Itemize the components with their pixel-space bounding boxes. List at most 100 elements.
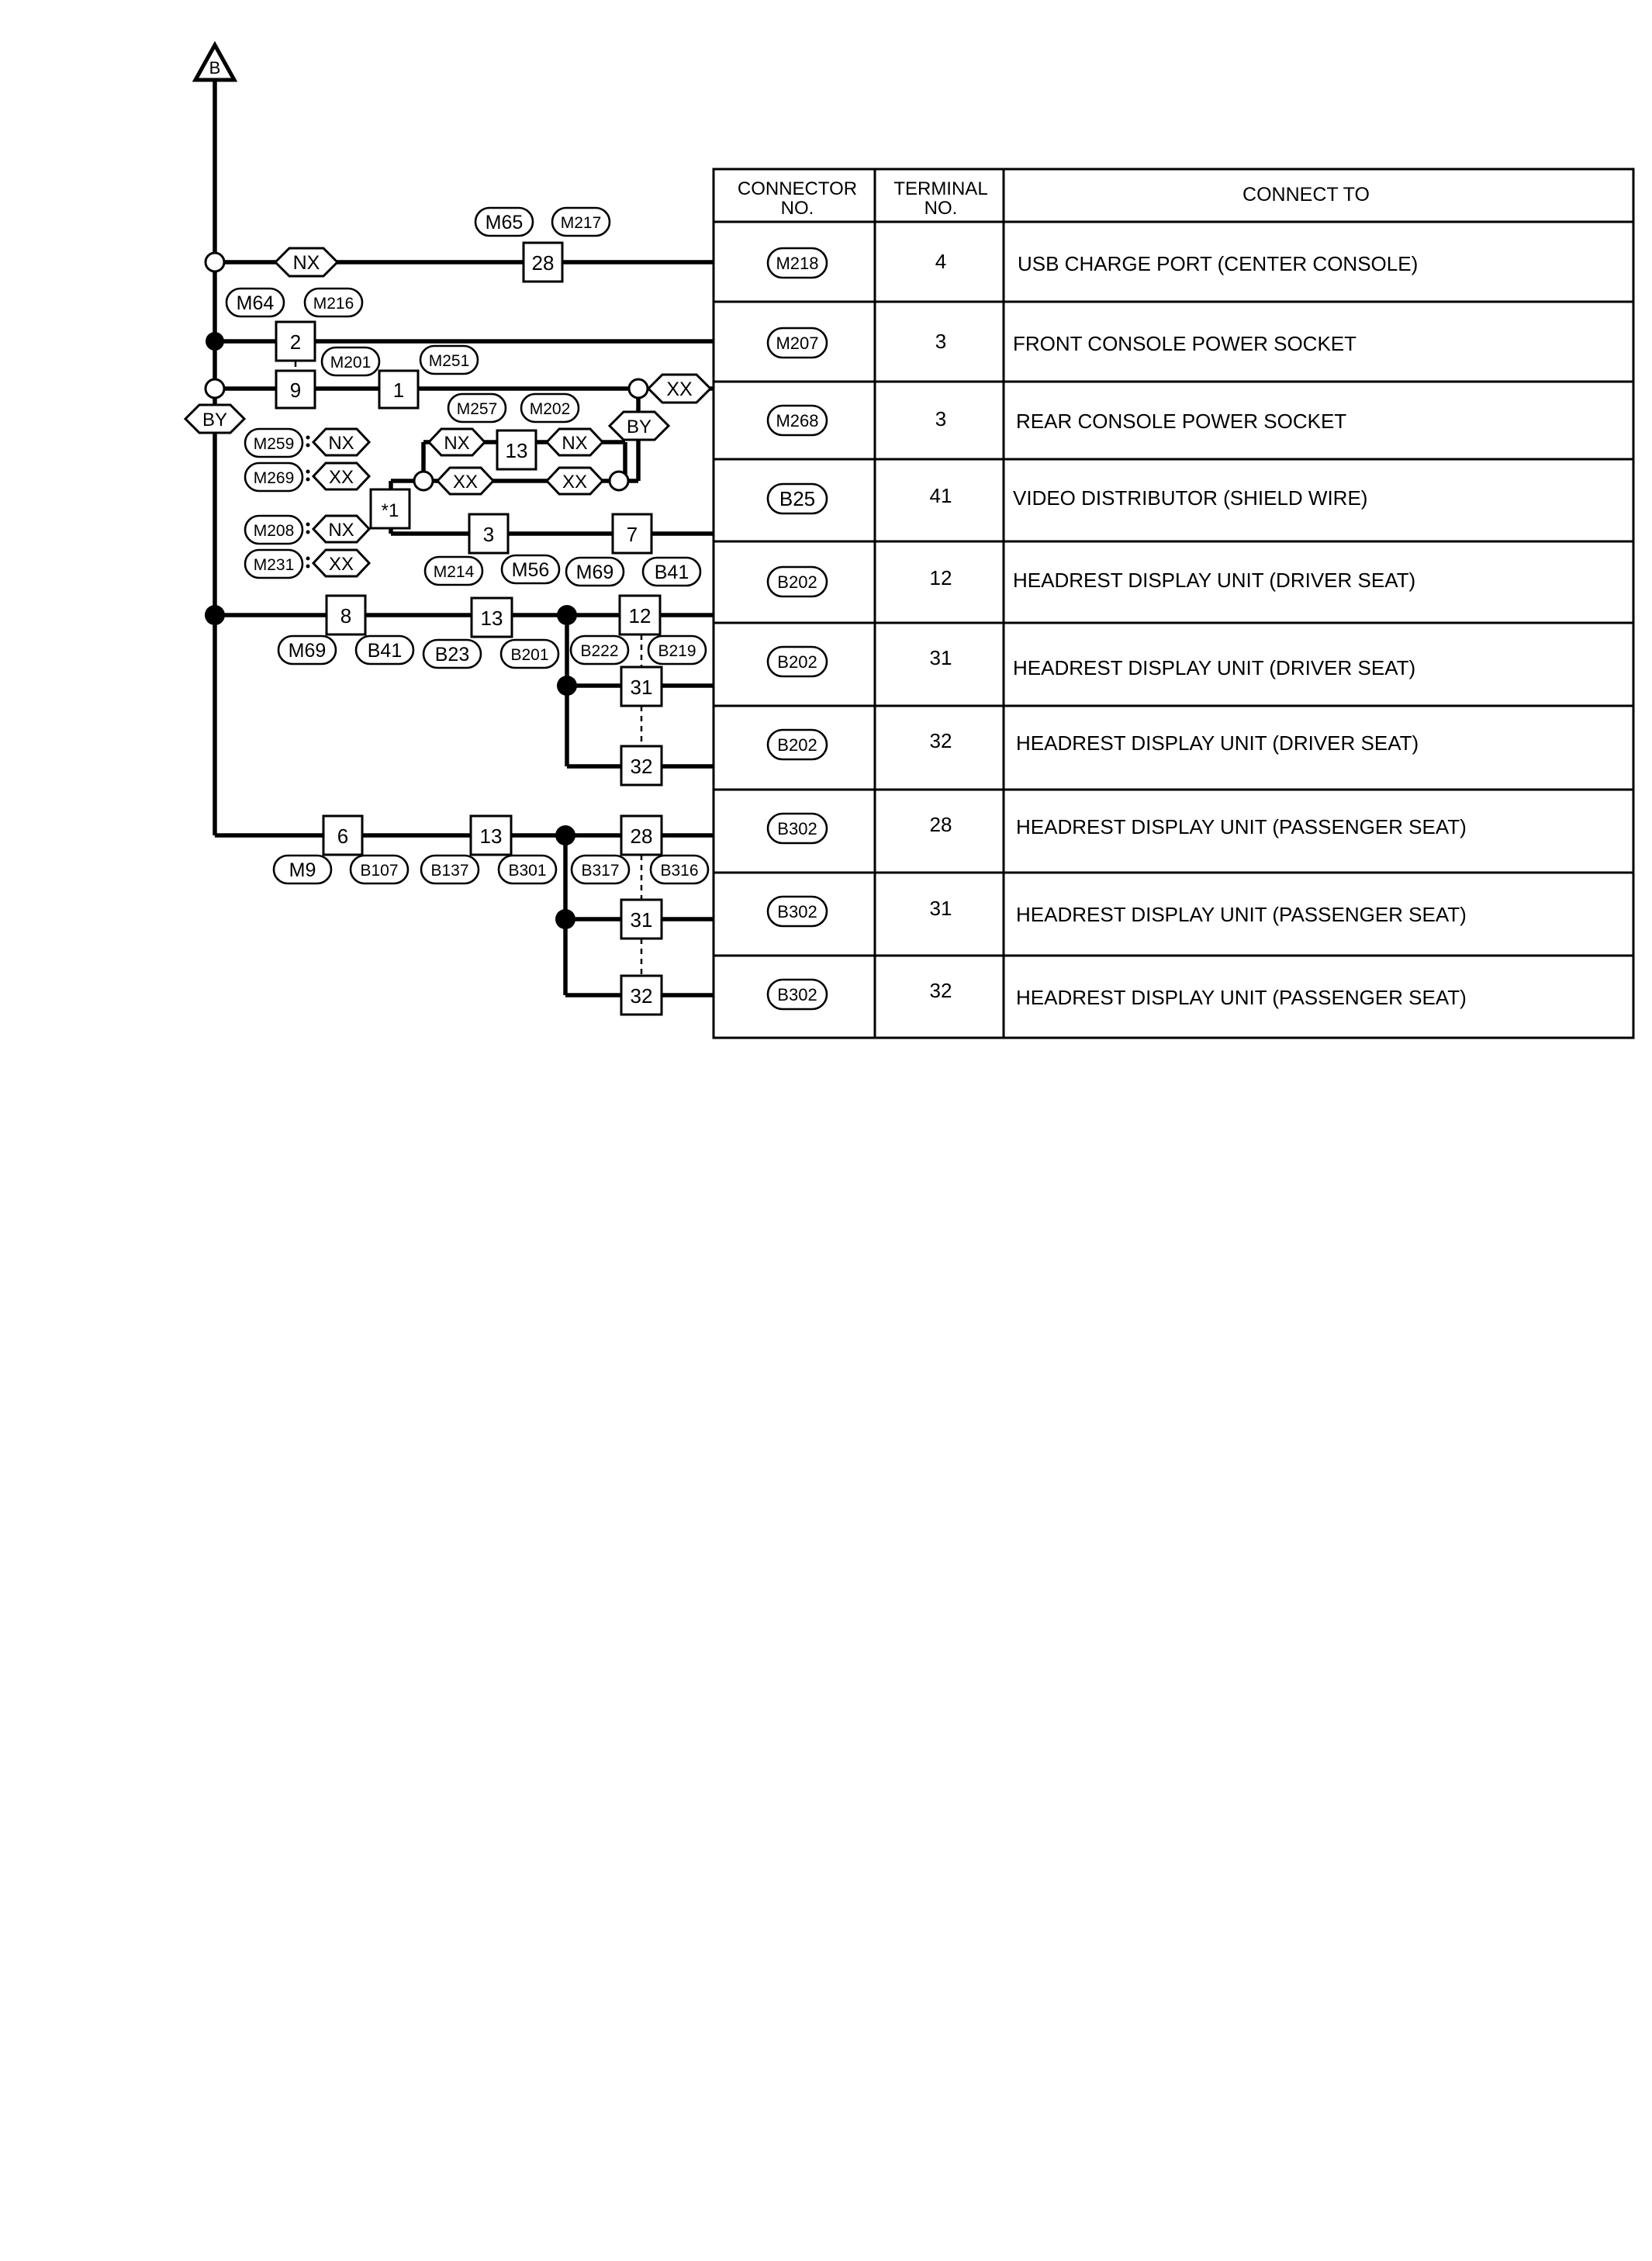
table-row: M218 4 USB CHARGE PORT (CENTER CONSOLE)	[766, 247, 1418, 279]
connector-label: M269	[244, 462, 304, 493]
svg-text:B317: B317	[581, 862, 619, 880]
table-row: B202 31 HEADREST DISPLAY UNIT (DRIVER SE…	[766, 645, 1415, 679]
svg-text:M201: M201	[330, 354, 372, 372]
connector-label: B137	[420, 854, 480, 885]
open-splice	[627, 378, 649, 399]
svg-text:M69: M69	[576, 562, 614, 583]
terminal-box: 1	[378, 369, 420, 410]
svg-text:XX: XX	[329, 554, 354, 575]
svg-text:32: 32	[631, 755, 653, 778]
connector-label: M9	[272, 854, 333, 885]
connector-label: B316	[649, 854, 710, 885]
table-row: B202 32 HEADREST DISPLAY UNIT (DRIVER SE…	[766, 728, 1419, 761]
svg-text:M218: M218	[776, 254, 818, 273]
svg-text:28: 28	[930, 813, 952, 836]
svg-text:HEADREST DISPLAY UNIT (DRIVER: HEADREST DISPLAY UNIT (DRIVER SEAT)	[1016, 731, 1419, 755]
connector-label: B222	[569, 634, 630, 666]
terminal-box: 6	[322, 814, 364, 856]
option-tag: BY	[607, 410, 671, 441]
svg-text:NX: NX	[328, 433, 354, 454]
connector-label: M64	[225, 287, 285, 318]
svg-text:B137: B137	[430, 862, 468, 880]
svg-text:*1: *1	[382, 500, 399, 521]
svg-text:B202: B202	[777, 652, 817, 672]
svg-text:12: 12	[629, 604, 651, 627]
table-row: B302 31 HEADREST DISPLAY UNIT (PASSENGER…	[766, 895, 1467, 928]
table-row: B25 41 VIDEO DISTRIBUTOR (SHIELD WIRE)	[766, 482, 1367, 515]
connector-label: M208	[244, 514, 304, 545]
terminal-boxes: 28 2 9 1 13 *1 3 7 8 13 12 31 32 6 13 28…	[275, 241, 663, 1016]
svg-text:XX: XX	[562, 472, 587, 493]
svg-text:2: 2	[290, 330, 301, 354]
ground-symbol-b: B	[192, 40, 238, 82]
svg-text:B302: B302	[777, 985, 817, 1004]
svg-text:HEADREST DISPLAY UNIT (DRIVER: HEADREST DISPLAY UNIT (DRIVER SEAT)	[1013, 656, 1415, 679]
svg-text:XX: XX	[666, 379, 693, 400]
header-terminal-no: TERMINAL	[893, 178, 987, 199]
option-tag: XX	[646, 373, 713, 404]
svg-text:13: 13	[481, 607, 503, 630]
svg-text:M217: M217	[561, 214, 602, 232]
connector-label: M217	[551, 206, 611, 237]
svg-text:4: 4	[935, 250, 946, 273]
open-splice	[204, 251, 226, 273]
svg-text:NX: NX	[444, 433, 469, 454]
svg-text:31: 31	[930, 897, 952, 920]
svg-text:HEADREST DISPLAY UNIT (PASSENG: HEADREST DISPLAY UNIT (PASSENGER SEAT)	[1016, 815, 1467, 838]
svg-text:28: 28	[532, 251, 555, 275]
svg-text:B202: B202	[777, 572, 817, 592]
connector-label: M69	[565, 556, 625, 587]
svg-text:M9: M9	[289, 859, 316, 881]
svg-text:M259: M259	[254, 435, 295, 453]
svg-text:NX: NX	[293, 252, 320, 274]
terminal-box: 32	[620, 745, 663, 787]
connector-label: M251	[419, 344, 479, 375]
svg-text:XX: XX	[453, 472, 478, 493]
svg-text:M65: M65	[486, 212, 524, 233]
svg-text:B107: B107	[360, 862, 398, 880]
svg-text:28: 28	[631, 825, 653, 848]
svg-text:M69: M69	[289, 640, 327, 662]
connector-label: B107	[349, 854, 410, 885]
svg-text:8: 8	[340, 604, 351, 627]
terminal-box: 31	[620, 898, 663, 940]
svg-text:31: 31	[930, 646, 952, 669]
connector-label: M257	[447, 392, 507, 424]
svg-text:31: 31	[631, 676, 653, 699]
connector-label: M201	[320, 346, 381, 377]
svg-text:HEADREST DISPLAY UNIT (DRIVER: HEADREST DISPLAY UNIT (DRIVER SEAT)	[1013, 569, 1415, 592]
svg-text:M257: M257	[457, 400, 498, 418]
header-connector-no: CONNECTOR	[738, 178, 857, 199]
svg-text:M202: M202	[530, 400, 571, 418]
option-tag: XX	[544, 466, 605, 496]
connector-label: M65	[474, 206, 534, 237]
terminal-box: 12	[618, 594, 662, 636]
table-row: B202 12 HEADREST DISPLAY UNIT (DRIVER SE…	[766, 565, 1415, 598]
connector-label: M216	[303, 287, 364, 318]
svg-text:M269: M269	[254, 469, 295, 487]
terminal-box: 28	[522, 241, 564, 283]
connector-label: M231	[244, 548, 304, 579]
open-splice	[204, 378, 226, 399]
svg-text:HEADREST DISPLAY UNIT (PASSENG: HEADREST DISPLAY UNIT (PASSENGER SEAT)	[1016, 903, 1467, 926]
svg-text:M231: M231	[254, 556, 295, 574]
svg-text:REAR CONSOLE POWER SOCKET: REAR CONSOLE POWER SOCKET	[1016, 410, 1346, 433]
svg-text:B23: B23	[435, 644, 469, 666]
svg-text:B302: B302	[777, 819, 817, 838]
svg-text:B302: B302	[777, 902, 817, 921]
svg-text:M208: M208	[254, 522, 295, 540]
svg-text:B316: B316	[660, 862, 698, 880]
svg-text:VIDEO DISTRIBUTOR (SHIELD WIRE: VIDEO DISTRIBUTOR (SHIELD WIRE)	[1013, 486, 1367, 510]
svg-text:41: 41	[930, 484, 952, 507]
terminal-box: 31	[620, 666, 663, 707]
svg-text:B201: B201	[510, 646, 548, 664]
svg-text:7: 7	[627, 523, 638, 546]
terminal-box: 13	[496, 429, 537, 471]
terminal-box: 9	[275, 369, 316, 410]
svg-text:B202: B202	[777, 735, 817, 755]
option-tag: NX	[544, 427, 605, 457]
svg-text:B: B	[209, 58, 221, 78]
solid-splice	[557, 605, 577, 625]
svg-text:M216: M216	[313, 295, 354, 313]
connector-label: B41	[354, 634, 415, 666]
